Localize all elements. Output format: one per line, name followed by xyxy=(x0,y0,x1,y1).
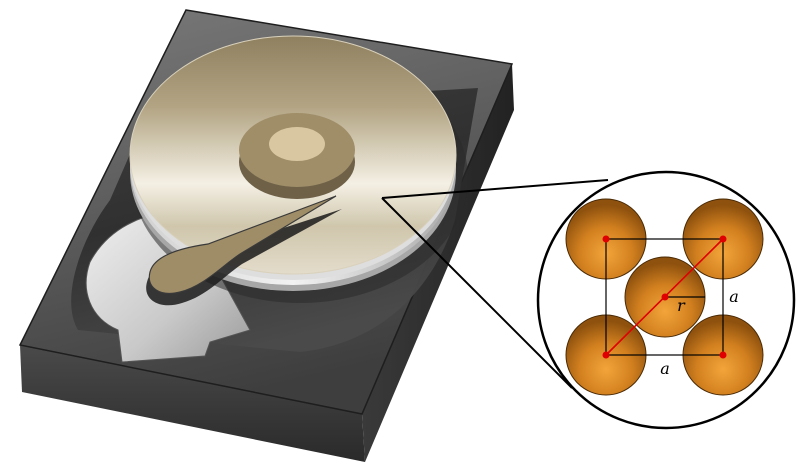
hub-center xyxy=(269,127,325,161)
lattice-point-bottom-left xyxy=(603,352,610,359)
lattice-point-top-left xyxy=(603,236,610,243)
radius-label: r xyxy=(677,296,686,315)
spindle-hub xyxy=(239,113,355,199)
lattice-point-bottom-right xyxy=(720,352,727,359)
lattice-point-top-right xyxy=(720,236,727,243)
side-label-horizontal: a xyxy=(660,359,670,378)
side-label-vertical: a xyxy=(729,287,739,306)
lattice-inset: r a a xyxy=(538,172,794,428)
lattice-point-center xyxy=(662,294,669,301)
